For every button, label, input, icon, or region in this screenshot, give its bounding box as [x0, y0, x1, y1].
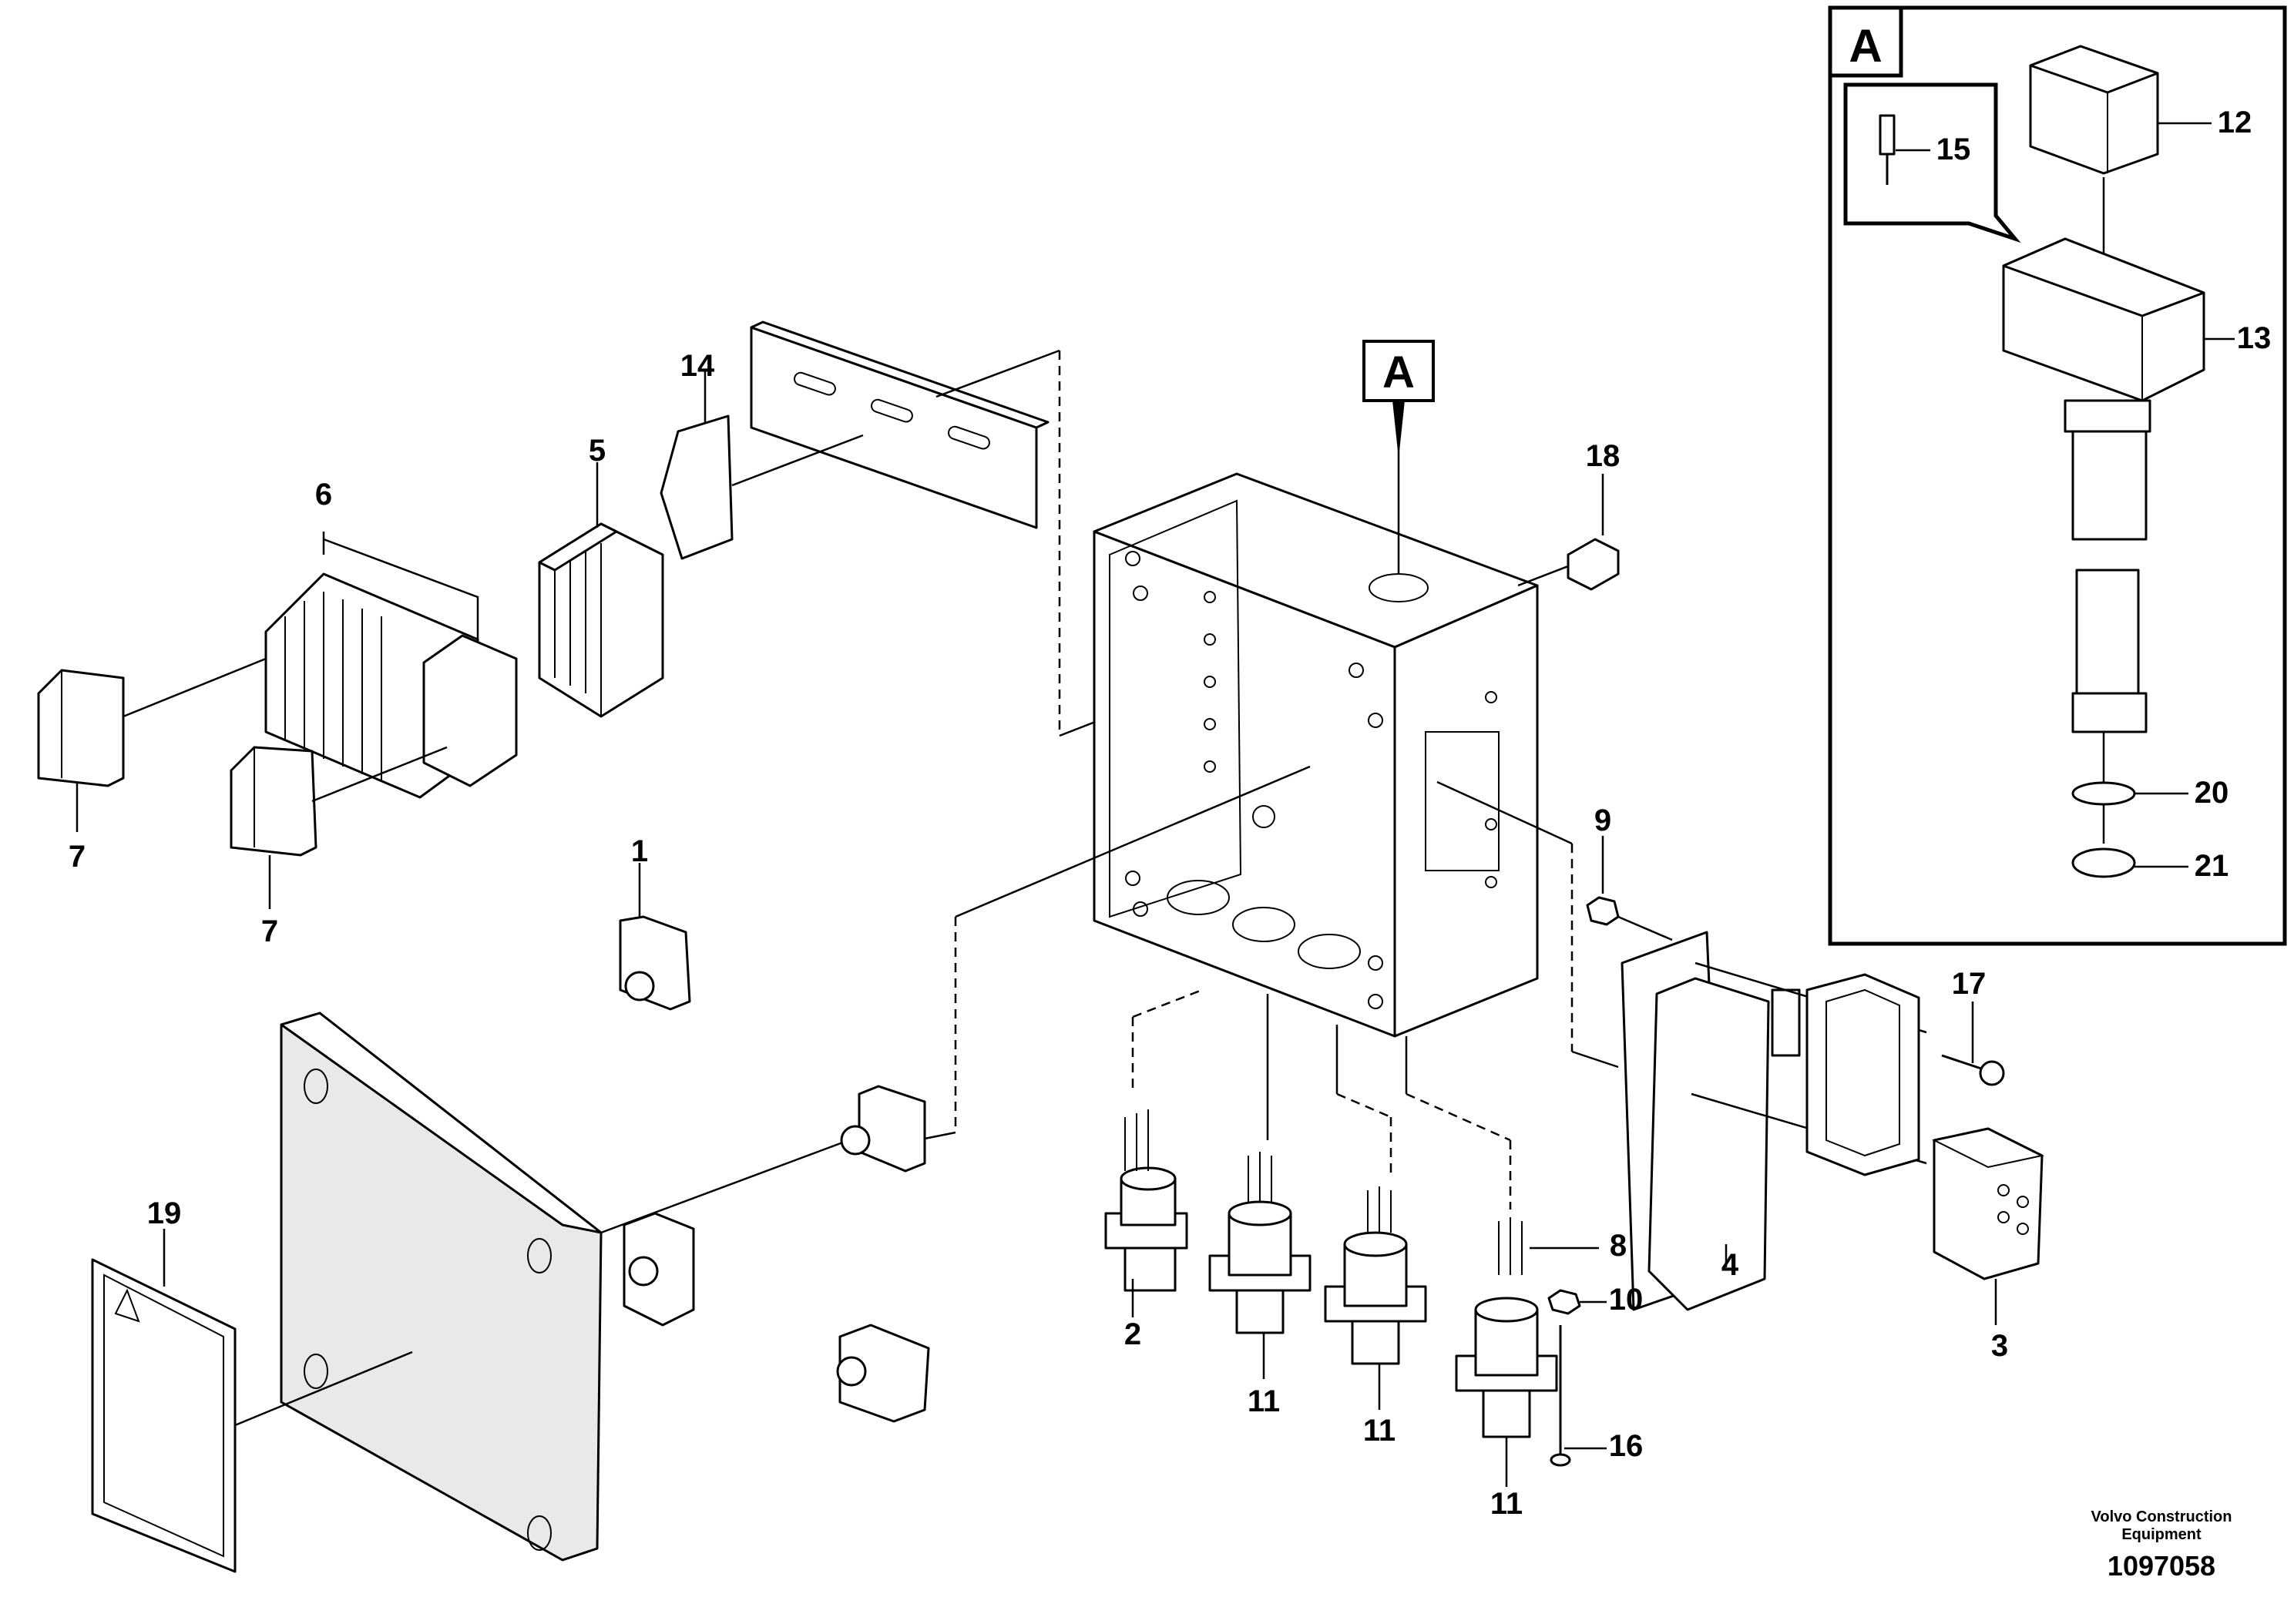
bolt-16 — [1550, 1325, 1607, 1467]
nut-9 — [1586, 836, 1673, 941]
terminal-block-5 — [538, 462, 664, 718]
label-11a: 11 — [1248, 1384, 1280, 1418]
label-6: 6 — [315, 478, 332, 512]
label-11c: 11 — [1490, 1487, 1523, 1521]
connector-2 — [1104, 988, 1203, 1317]
brand-line-2: Equipment — [2121, 1526, 2202, 1543]
end-clamp-7b — [230, 746, 448, 909]
label-18: 18 — [1586, 439, 1621, 473]
cover-plate — [280, 1012, 860, 1562]
end-clamp-7a — [37, 657, 267, 832]
insert-3 — [1932, 1127, 2044, 1325]
enclosure-box — [916, 401, 1619, 1142]
hinge-bracket — [840, 1085, 926, 1173]
callout-a-marker: A — [1362, 340, 1435, 402]
warning-label-19 — [91, 1229, 413, 1573]
label-20: 20 — [2195, 776, 2229, 810]
label-7b: 7 — [261, 914, 278, 948]
label-15: 15 — [1936, 133, 1971, 166]
bracket-1 — [619, 863, 691, 1011]
end-plate-14 — [660, 370, 864, 560]
connector-11b — [1324, 1025, 1427, 1410]
label-8: 8 — [1610, 1229, 1627, 1263]
clip-front — [623, 1212, 695, 1327]
label-12: 12 — [2218, 106, 2252, 139]
footer: Volvo Construction Equipment 1097058 — [2091, 1508, 2232, 1582]
clip-lower — [836, 1324, 930, 1423]
label-10: 10 — [1609, 1283, 1644, 1317]
brand-line-1: Volvo Construction — [2091, 1508, 2232, 1525]
label-19: 19 — [147, 1196, 182, 1230]
label-7a: 7 — [69, 840, 86, 874]
label-3: 3 — [1991, 1329, 2008, 1363]
label-13: 13 — [2237, 321, 2272, 355]
inset-panel-a: A — [1828, 5, 2287, 946]
label-17: 17 — [1952, 967, 1987, 1001]
part-numbers: 1 2 3 4 5 6 7 7 8 9 10 11 11 11 12 13 14… — [69, 106, 2271, 1521]
connector-11a — [1208, 994, 1312, 1379]
label-4: 4 — [1721, 1248, 1739, 1282]
screw-17 — [1941, 1002, 2005, 1086]
spacer-18 — [1517, 474, 1620, 591]
nut-10 — [1547, 1289, 1607, 1315]
label-5: 5 — [589, 434, 606, 468]
label-16: 16 — [1609, 1429, 1644, 1463]
label-14: 14 — [680, 349, 715, 383]
callout-a-letter: A — [1382, 347, 1415, 398]
pin-detail-box — [1843, 82, 2021, 243]
label-9: 9 — [1594, 804, 1611, 837]
reference-number: 1097058 — [2108, 1550, 2215, 1582]
label-11b: 11 — [1363, 1414, 1396, 1448]
inset-letter: A — [1849, 20, 1882, 72]
label-1: 1 — [631, 834, 648, 868]
hood-cover — [1805, 973, 1920, 1176]
label-21: 21 — [2195, 849, 2229, 883]
label-2: 2 — [1124, 1317, 1141, 1351]
connector-11c — [1405, 1036, 1599, 1487]
housing-4 — [1621, 931, 1927, 1311]
